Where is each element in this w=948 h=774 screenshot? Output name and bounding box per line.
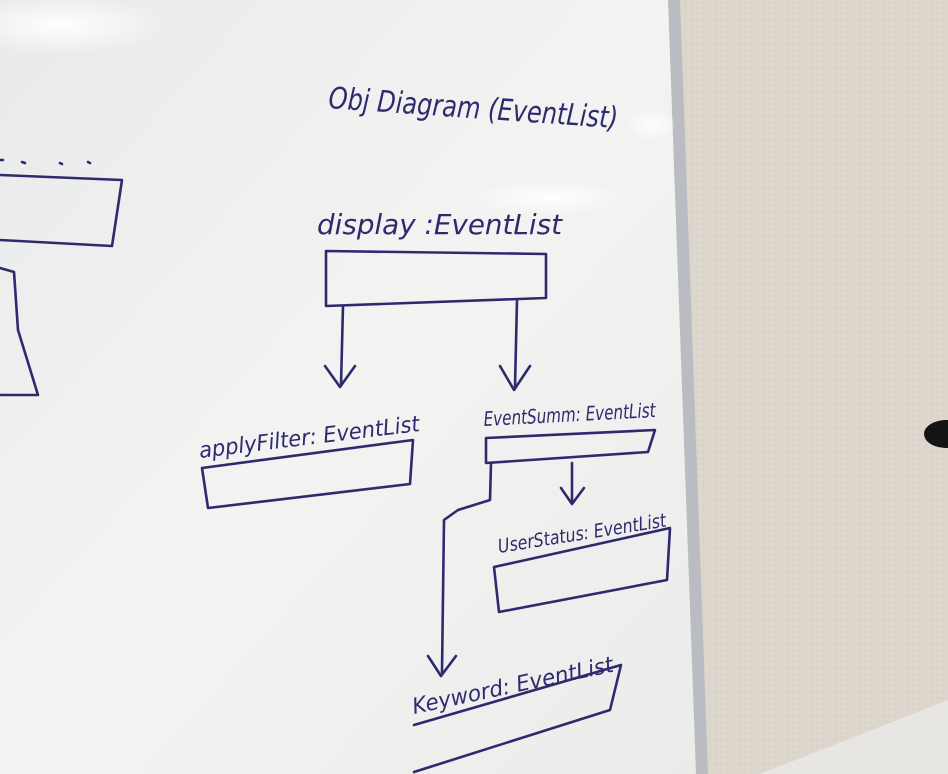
arrow-to-userstatus (559, 461, 586, 506)
arrow-to-applyfilter (323, 304, 357, 389)
keyword-box (412, 663, 623, 774)
left-shape-partial (0, 266, 40, 397)
object-label-display: display :EventList (317, 208, 563, 241)
glare-center (470, 180, 630, 216)
dark-object (924, 420, 948, 448)
floor-baseboard (760, 700, 948, 774)
eventsumm-box (484, 428, 657, 465)
applyfilter-box (200, 438, 415, 510)
whiteboard-frame (668, 0, 708, 774)
display-box (324, 249, 548, 308)
arrow-to-eventsumm (498, 298, 532, 392)
glare-top-left (0, 0, 170, 55)
left-dots (0, 158, 92, 166)
glare-right (627, 109, 677, 141)
ink-drawing (0, 158, 672, 774)
arrow-to-keyword (426, 461, 493, 678)
left-box-partial (0, 173, 124, 248)
userstatus-box (492, 526, 672, 614)
